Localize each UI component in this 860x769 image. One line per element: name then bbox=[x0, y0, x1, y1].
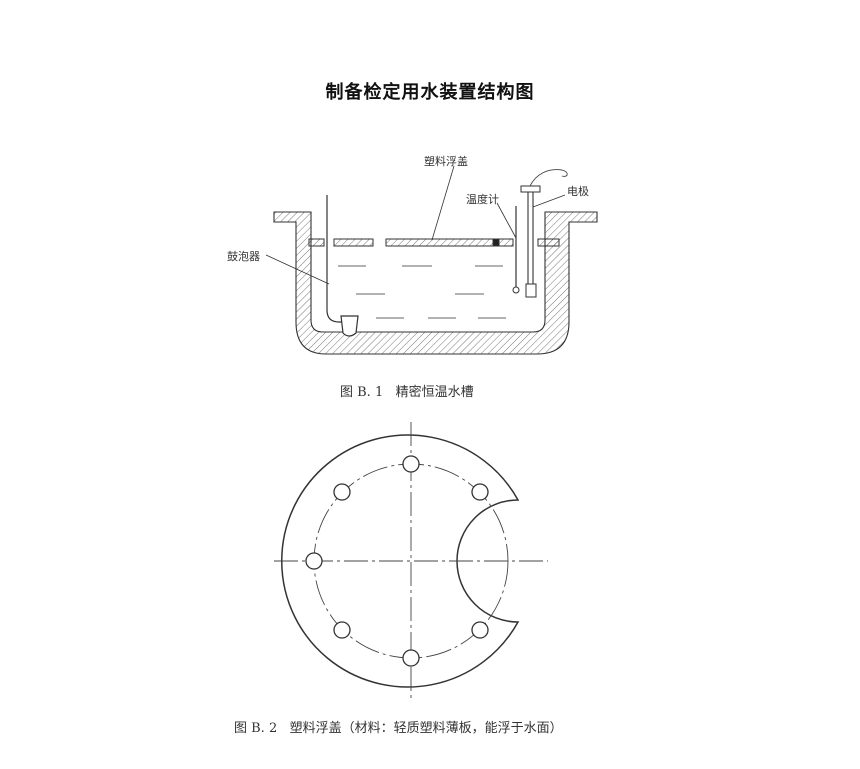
label-float-cover: 塑料浮盖 bbox=[424, 155, 468, 168]
hole bbox=[402, 649, 420, 667]
electrode-tip bbox=[525, 283, 537, 298]
hole bbox=[333, 483, 351, 501]
leader-lines bbox=[265, 165, 566, 285]
bubbler-head bbox=[340, 315, 359, 337]
label-thermometer: 温度计 bbox=[466, 193, 499, 206]
cover-holes bbox=[305, 455, 489, 667]
page-title: 制备检定用水装置结构图 bbox=[325, 82, 535, 103]
electrode-wire bbox=[529, 169, 568, 187]
label-electrode: 电极 bbox=[567, 185, 589, 198]
figure1-caption: 图 B. 1 精密恒温水槽 bbox=[340, 385, 474, 400]
hole bbox=[402, 455, 420, 473]
label-bubbler: 鼓泡器 bbox=[227, 250, 260, 263]
hole bbox=[471, 621, 489, 639]
cover-figure bbox=[274, 422, 548, 700]
electrode-cap bbox=[520, 185, 541, 193]
tank-wall bbox=[273, 211, 598, 355]
hole bbox=[333, 621, 351, 639]
hole bbox=[471, 483, 489, 501]
figure2-caption: 图 B. 2 塑料浮盖（材料：轻质塑料薄板，能浮于水面） bbox=[234, 721, 563, 736]
thermometer-bulb bbox=[512, 286, 520, 294]
water-lines bbox=[338, 265, 506, 319]
hole bbox=[305, 552, 323, 570]
float-cover bbox=[308, 238, 560, 247]
tank-figure bbox=[265, 165, 598, 355]
bubbler-tube bbox=[326, 195, 346, 323]
